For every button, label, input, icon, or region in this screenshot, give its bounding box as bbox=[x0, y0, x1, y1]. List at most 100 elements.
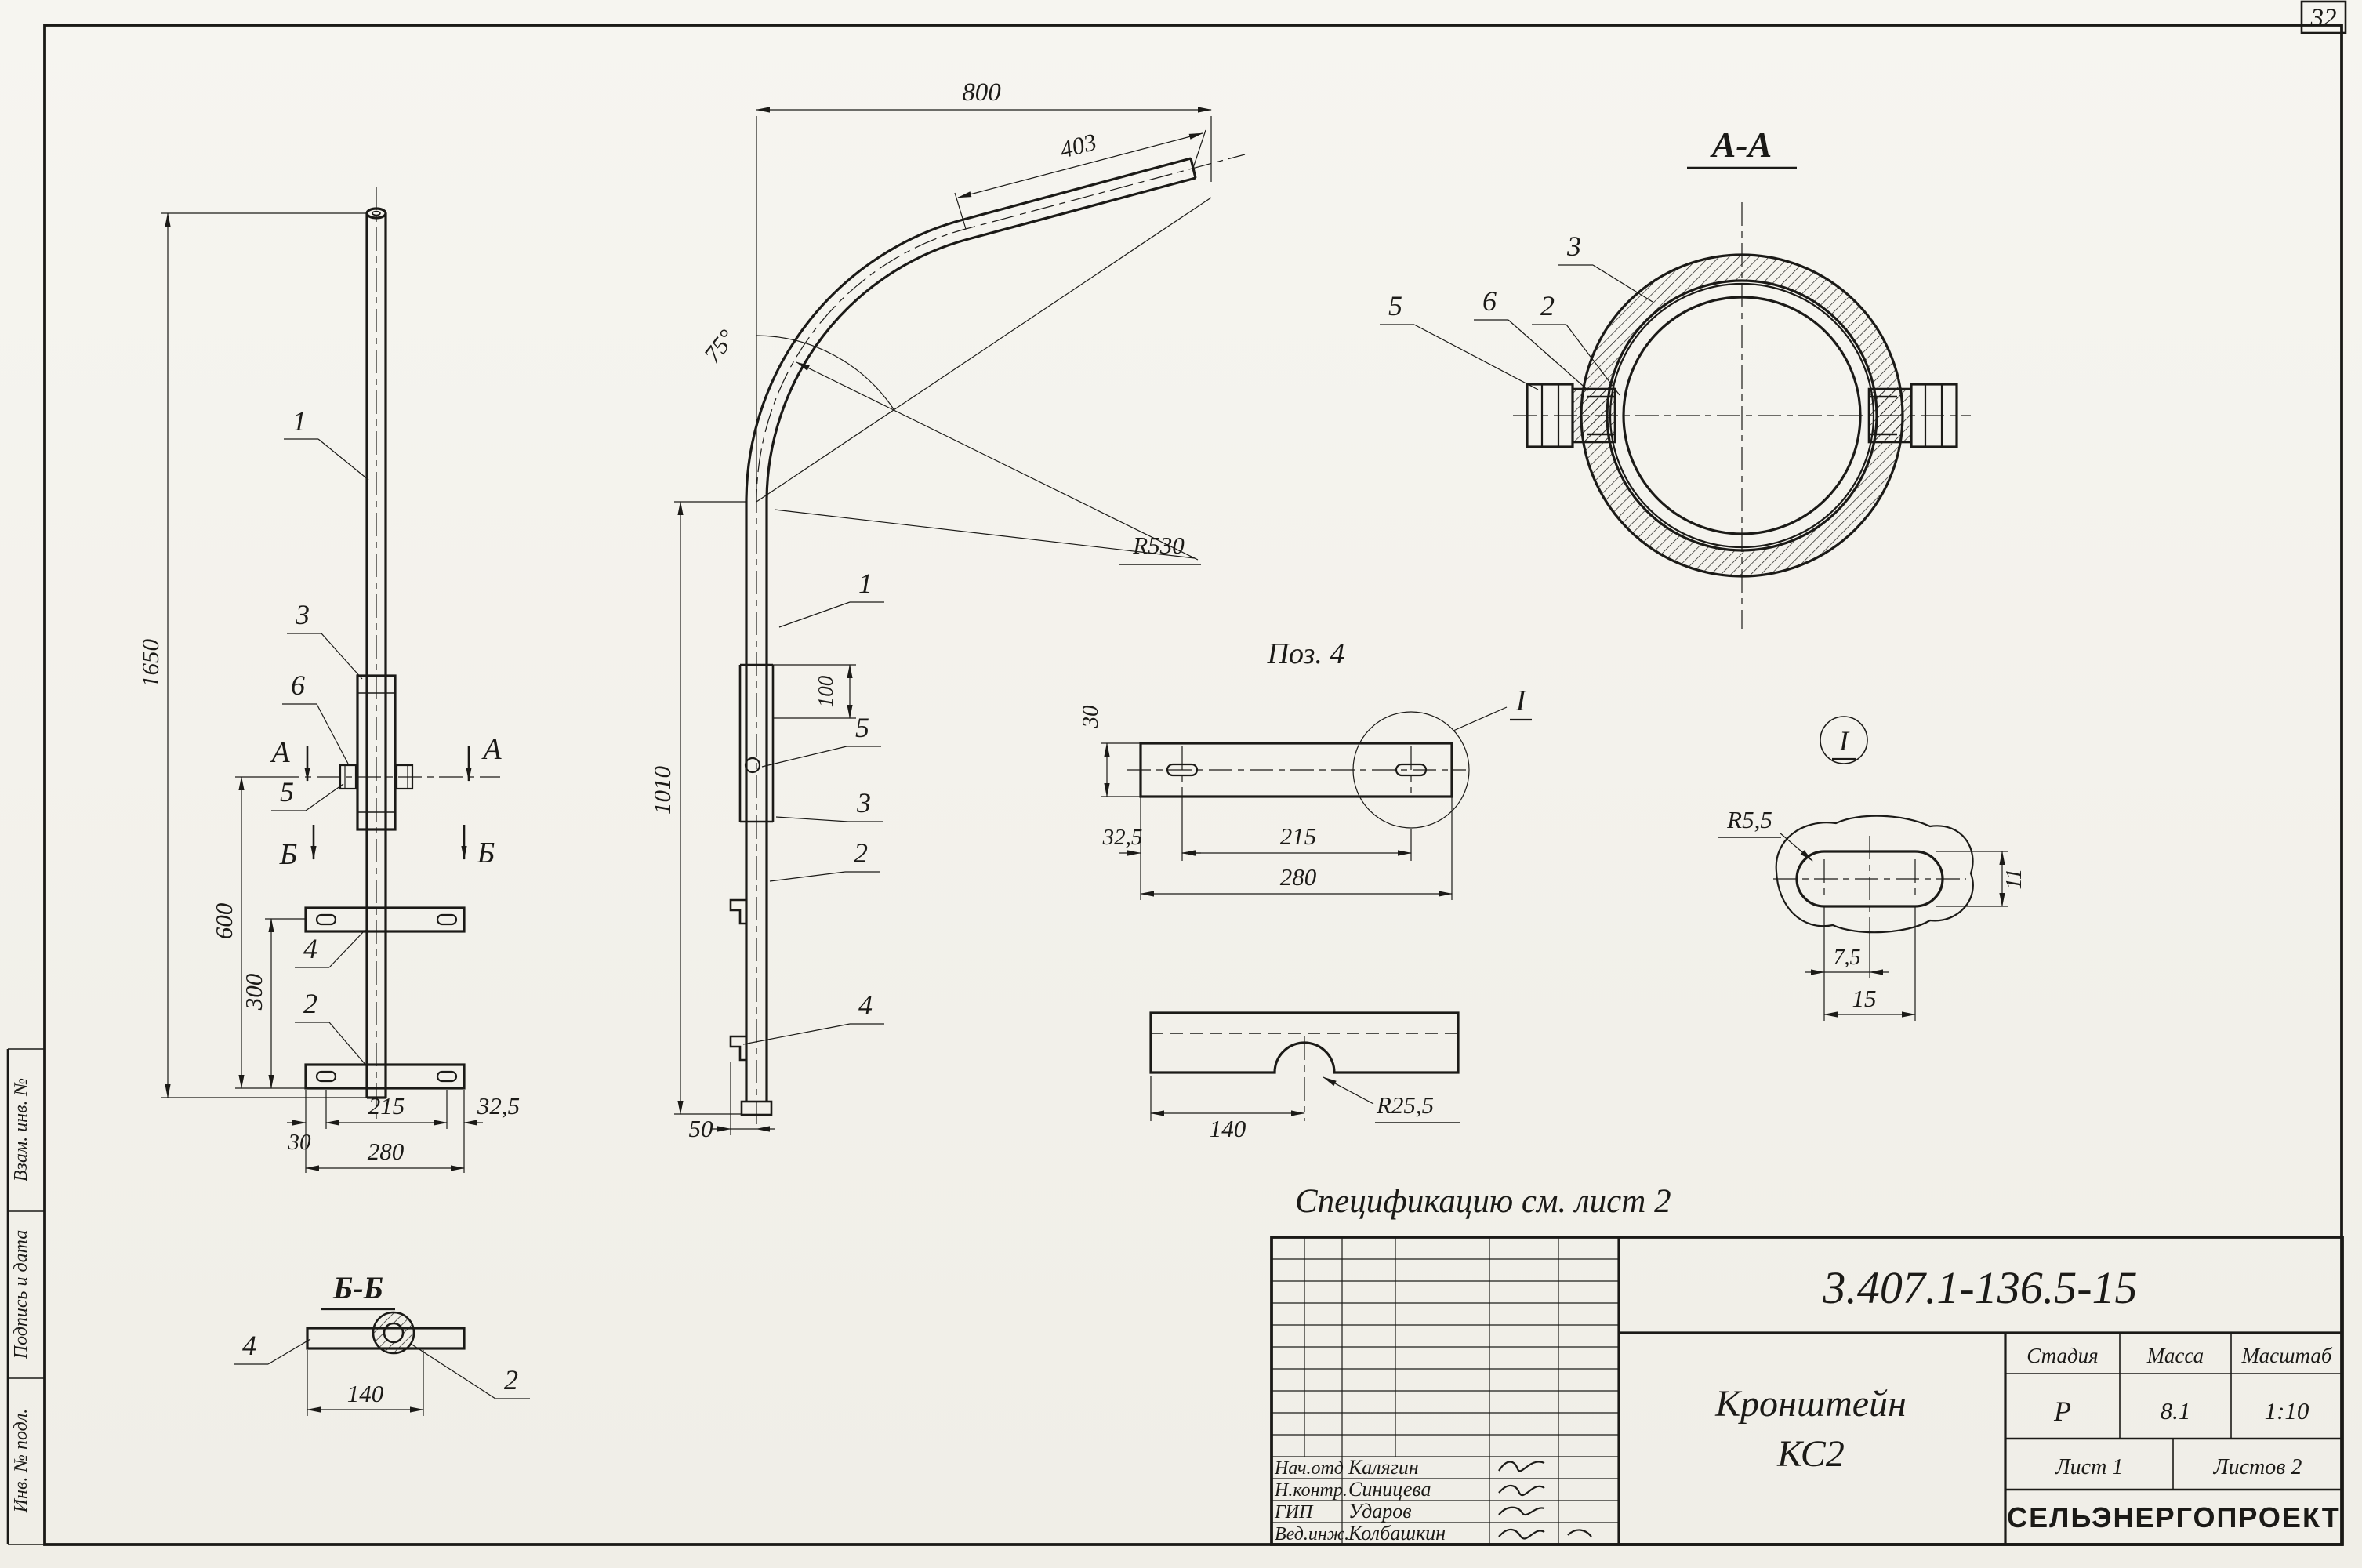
section-a-letter-left: А bbox=[269, 736, 290, 769]
page-number: 32 bbox=[2310, 4, 2337, 32]
signature-scribble bbox=[1498, 1461, 1545, 1472]
bb-dim-140: 140 bbox=[347, 1380, 384, 1407]
spec-note: Спецификацию см. лист 2 bbox=[1295, 1183, 1671, 1220]
pos4-dim-280: 280 bbox=[1280, 863, 1317, 891]
bb-pos-2: 2 bbox=[504, 1364, 518, 1396]
value-scale: 1:10 bbox=[2265, 1397, 2309, 1425]
detail-dim-15: 15 bbox=[1852, 985, 1877, 1012]
section-b-letter-right: Б bbox=[477, 837, 495, 869]
pos-label-1: 1 bbox=[292, 405, 307, 437]
break-outline bbox=[1775, 815, 1974, 934]
pos-label-6: 6 bbox=[291, 670, 305, 701]
pipe-inner-edge bbox=[765, 176, 1196, 1102]
dim-280: 280 bbox=[368, 1138, 405, 1165]
aa-pos-3: 3 bbox=[1566, 230, 1581, 262]
col-mass: Масса bbox=[2146, 1344, 2204, 1367]
detail-i-marker: I bbox=[1838, 725, 1850, 757]
dim-50: 50 bbox=[689, 1115, 714, 1142]
date-scribble bbox=[1567, 1529, 1592, 1537]
section-b-letter-left: Б bbox=[279, 838, 297, 871]
section-aa: А-А 3 5 6 2 bbox=[1380, 125, 1971, 629]
dim-215: 215 bbox=[368, 1092, 405, 1120]
product-name-line2: КС2 bbox=[1776, 1433, 1845, 1475]
dim-angle-75: 75° bbox=[698, 325, 741, 368]
saddle-plate bbox=[1149, 1011, 1460, 1074]
sheets-info: Листов 2 bbox=[2213, 1455, 2302, 1479]
pos-label-3: 3 bbox=[295, 599, 310, 630]
title-block: Нач.отд Калягин Н.контр. Синицева ГИП Уд… bbox=[1270, 1236, 2344, 1546]
clamp-front bbox=[356, 674, 397, 831]
crossbar-upper bbox=[304, 906, 466, 933]
sig-role-3: Вед.инж. bbox=[1275, 1524, 1349, 1544]
side-pos-3: 3 bbox=[856, 787, 871, 818]
detail-dim-11: 11 bbox=[2001, 869, 2026, 890]
section-bb-title: Б-Б bbox=[332, 1270, 383, 1305]
pipe-outer-edge bbox=[745, 157, 1192, 1102]
pos4-view: Поз. 4 I 30 32,5 215 280 bbox=[1078, 637, 1532, 900]
dim-30: 30 bbox=[288, 1130, 312, 1155]
dim-1650: 1650 bbox=[136, 639, 164, 688]
col-scale: Масштаб bbox=[2241, 1344, 2333, 1367]
product-name-line1: Кронштейн bbox=[1714, 1383, 1907, 1425]
pipe-cross-section bbox=[372, 1311, 415, 1355]
side-pos-5: 5 bbox=[855, 712, 869, 743]
value-mass: 8.1 bbox=[2161, 1397, 2191, 1425]
pos-label-2: 2 bbox=[303, 988, 317, 1019]
plate-view: 140 R25,5 bbox=[1149, 1011, 1460, 1142]
plate-dim-140: 140 bbox=[1210, 1115, 1246, 1142]
sig-name-0: Калягин bbox=[1348, 1456, 1419, 1479]
pos4-detail-ref: I bbox=[1515, 684, 1528, 717]
hook-upper bbox=[729, 898, 746, 925]
sheet-frame: Взам. инв. № Подпись и дата Инв. № подл. bbox=[6, 24, 2343, 1546]
dim-403: 403 bbox=[1057, 128, 1099, 164]
dim-r530: R530 bbox=[1132, 532, 1185, 559]
signature-scribble bbox=[1498, 1506, 1545, 1515]
pos4-dim-215: 215 bbox=[1280, 822, 1317, 850]
signature-scribble bbox=[1498, 1528, 1545, 1540]
pos4-dim-32-5: 32,5 bbox=[1102, 825, 1143, 850]
page-number-box: 32 bbox=[2300, 0, 2347, 34]
pos-label-5: 5 bbox=[280, 776, 294, 808]
margin-label-podpis: Подпись и дата bbox=[11, 1230, 31, 1360]
sheet-info: Лист 1 bbox=[2055, 1455, 2124, 1479]
col-stage: Стадия bbox=[2026, 1344, 2098, 1367]
section-aa-title: А-А bbox=[1710, 125, 1772, 165]
hook-lower bbox=[729, 1035, 746, 1062]
detail-circle bbox=[1352, 711, 1470, 829]
section-a-letter-right: А bbox=[481, 733, 502, 766]
pipe-tip bbox=[740, 1100, 773, 1116]
sig-name-3: Колбашкин bbox=[1348, 1522, 1446, 1544]
doc-number: 3.407.1-136.5-15 bbox=[1822, 1262, 2137, 1313]
side-pos-4: 4 bbox=[858, 989, 873, 1021]
pos4-dim-30: 30 bbox=[1078, 705, 1103, 729]
section-bb: Б-Б 4 2 140 bbox=[234, 1270, 530, 1416]
detail-r5-5: R5,5 bbox=[1726, 806, 1772, 833]
detail-i-marker-circle bbox=[1820, 716, 1868, 764]
sig-role-0: Нач.отд bbox=[1274, 1458, 1344, 1479]
nut-left bbox=[1571, 387, 1616, 444]
dim-300: 300 bbox=[240, 973, 267, 1011]
side-pos-2: 2 bbox=[854, 837, 868, 869]
clamp-bolt-end bbox=[744, 757, 761, 774]
dim-1010: 1010 bbox=[648, 766, 676, 815]
aa-pos-5: 5 bbox=[1388, 290, 1402, 321]
dim-32-5: 32,5 bbox=[477, 1092, 520, 1120]
plate-r25-5: R25,5 bbox=[1376, 1091, 1434, 1119]
dim-100: 100 bbox=[814, 675, 837, 707]
nut-right bbox=[1867, 387, 1913, 444]
sig-name-1: Синицева bbox=[1348, 1478, 1431, 1501]
signature-scribble bbox=[1498, 1484, 1545, 1496]
bb-pos-4: 4 bbox=[242, 1330, 256, 1361]
dim-600: 600 bbox=[210, 902, 238, 939]
dim-800: 800 bbox=[962, 78, 1001, 107]
sig-role-2: ГИП bbox=[1274, 1502, 1314, 1523]
front-view: А А Б Б 1650 600 300 30 215 32,5 280 1 3… bbox=[136, 187, 520, 1173]
org-name: СЕЛЬЭНЕРГОПРОЕКТ bbox=[2007, 1501, 2341, 1534]
detail-dim-7-5: 7,5 bbox=[1834, 946, 1861, 970]
margin-label-inv: Инв. № подл. bbox=[11, 1409, 31, 1514]
side-pos-1: 1 bbox=[858, 568, 873, 599]
aa-pos-2: 2 bbox=[1540, 290, 1555, 321]
crossbar-lower bbox=[304, 1063, 466, 1090]
